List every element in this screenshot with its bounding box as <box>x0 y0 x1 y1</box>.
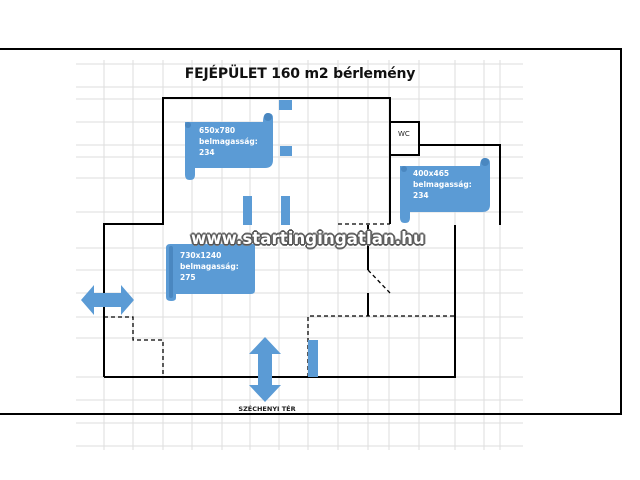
street-label: SZÉCHENYI TÉR <box>238 405 296 413</box>
room-1-height-value: 234 <box>199 148 215 157</box>
room-1-label: 650x780 belmagasság: 234 <box>199 125 258 158</box>
room-1-height-label: belmagasság: <box>199 137 258 146</box>
wc-label: WC <box>398 130 410 138</box>
room-scroll-650x780 <box>185 113 273 180</box>
room-3-height-label: belmagasság: <box>180 262 239 271</box>
room-1-dimensions: 650x780 <box>199 126 236 135</box>
room-2-height-label: belmagasság: <box>413 180 472 189</box>
plan-title: FEJÉPÜLET 160 m2 bérlemény <box>184 66 416 82</box>
entrance-arrow-vertical <box>249 337 281 402</box>
entrance-arrow-horizontal <box>81 285 134 315</box>
room-3-height-value: 275 <box>180 273 196 282</box>
room-3-dimensions: 730x1240 <box>180 251 222 260</box>
room-2-label: 400x465 belmagasság: 234 <box>413 168 472 201</box>
image-frame <box>0 48 622 415</box>
walls <box>103 97 501 378</box>
room-scroll-400x465 <box>400 158 490 223</box>
room-2-height-value: 234 <box>413 191 429 200</box>
dashed-partitions <box>104 223 455 377</box>
room-2-dimensions: 400x465 <box>413 169 450 178</box>
room-3-label: 730x1240 belmagasság: 275 <box>180 250 239 283</box>
room-scroll-730x1240 <box>166 244 255 301</box>
structural-blocks <box>243 100 318 377</box>
watermark-url: www.startingingatlan.hu <box>191 229 425 248</box>
